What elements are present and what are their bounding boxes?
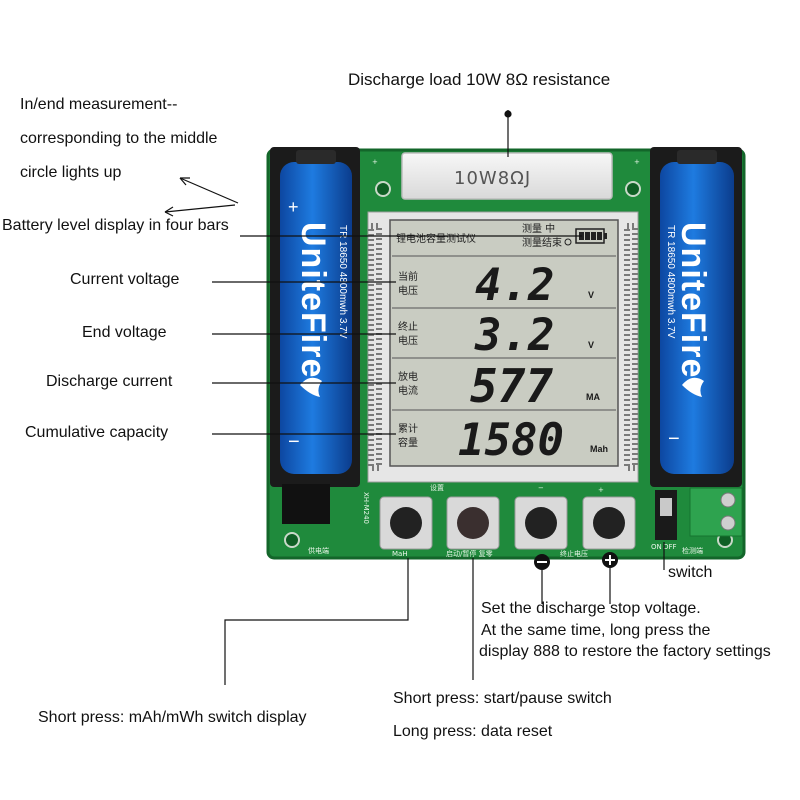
lcd-status-circle [564,238,572,246]
battery-level-tip [604,233,607,239]
annotation-battery-level: Battery level display in four bars [2,217,229,234]
battery-left-minus: − [288,431,300,453]
dc-jack [282,484,330,524]
lcd-title: 锂电池容量测试仪 [396,232,476,245]
lcd-status-measuring: 测量 中 [522,222,555,235]
annotation-mah-switch: Short press: mAh/mWh switch display [38,709,307,726]
annotation-discharge-load: Discharge load 10W 8Ω resistance [348,70,611,89]
lcd-status-end: 测量结束 [522,236,562,249]
annotation-in-end-line3: circle lights up [20,164,122,181]
lcd-row-label: 终止 [398,320,418,333]
annotation-in-end-line2: corresponding to the middle [20,130,218,147]
lcd-row-value: 3.2 [474,310,554,361]
mount-hole [375,181,391,197]
lcd-row-cumulative-capacity: 累计 容量 1580 Mah [398,415,608,466]
battery-right-spec: TR 18650 4800mwh 3.7V [665,225,676,339]
annotation-start-pause: Short press: start/pause switch [393,690,612,707]
button-minus[interactable] [514,496,568,550]
lcd-row-label: 当前 [398,270,418,283]
annotation-data-reset: Long press: data reset [393,723,553,740]
battery-right-logo-icon [682,377,704,397]
battery-right [660,162,734,474]
annotation-end-voltage: End voltage [82,324,167,341]
battery-left [280,162,352,474]
battery-left-cap [296,150,336,164]
battery-right-minus: − [668,428,680,450]
lcd-row-label: 容量 [398,436,418,449]
pcb-test-label: 检测端 [682,546,703,555]
annotation-set-stop-line3: display 888 to restore the factory setti… [479,643,771,660]
annotation-cumulative-capacity: Cumulative capacity [25,424,169,441]
lcd-row-label: 电压 [398,284,418,297]
lcd-row-value: 1580 [458,415,564,466]
lcd-row-label: 电流 [398,384,418,397]
button-start-pause[interactable] [446,496,500,550]
battery-left-plus: + [288,197,299,217]
plus-marker-bar [609,555,611,565]
terminal-screw [720,492,736,508]
battery-level-bar [591,232,596,240]
lcd-row-label: 电压 [398,334,418,347]
button-mah[interactable] [379,496,433,550]
leader-arrow-in-end [179,177,239,204]
leader-mah-button [224,558,409,685]
button-plus[interactable] [582,496,636,550]
pcb-button3-label: 终止电压 [560,549,588,558]
lcd-row-discharge-current: 放电 电流 577 MA [398,359,600,413]
leader-lines [164,110,665,685]
leader-dot [504,110,512,118]
battery-left-brand: UniteFire [294,222,332,378]
lcd-row-unit: MA [586,392,600,402]
pcb-button1-label: MaH [392,550,408,558]
lcd-row-unit: V [588,340,594,350]
mount-hole [625,181,641,197]
leader-arrow-battery [164,204,236,213]
pcb-plus-corner: + [634,158,640,166]
slide-switch[interactable] [655,490,677,540]
pcb-plus-corner: + [372,158,378,166]
annotation-in-end-line1: In/end measurement-- [20,96,178,113]
pcb-model-label: XH-M240 [362,492,370,524]
terminal-screw [720,515,736,531]
minus-marker-bar [537,561,547,563]
mount-hole [284,532,300,548]
pcb-power-label: 供电端 [308,546,329,555]
lcd-row-unit: V [588,290,594,300]
resistor-label: 10W8ΩJ [454,168,531,189]
battery-level-bar [585,232,590,240]
battery-level-bar [597,232,602,240]
lcd-row-label: 放电 [398,370,418,383]
pcb-on-label: ON [651,543,662,551]
annotation-set-stop-line1: Set the discharge stop voltage. [481,600,701,617]
annotation-set-stop-line2: At the same time, long press the [481,622,711,639]
battery-right-brand: UniteFire [674,222,712,378]
lcd-row-current-voltage: 当前 电压 4.2 V [398,260,594,311]
pcb-minus-label: − [538,484,544,492]
terminal-block [689,487,743,537]
annotation-switch: switch [668,564,713,581]
lcd-row-value: 4.2 [475,260,554,311]
lcd-row-end-voltage: 终止 电压 3.2 V [398,310,594,361]
pcb-plus-label: + [598,486,604,494]
pcb-set-label: 设置 [430,483,444,492]
leader-arrowhead [164,206,174,217]
pcb-button2-label: 启动/暂停 复零 [446,549,493,558]
annotation-discharge-current: Discharge current [46,373,173,390]
lcd-row-value: 577 [470,359,553,413]
pcb-edge [266,148,746,560]
resistor [401,152,613,200]
leader-arrowhead [179,177,190,186]
lcd-screen [389,219,619,467]
battery-right-cap [677,150,717,164]
pcb-off-label: OFF [663,543,677,551]
lcd-row-unit: Mah [590,444,608,454]
annotation-current-voltage: Current voltage [70,271,180,288]
lcd-row-label: 累计 [398,422,418,435]
